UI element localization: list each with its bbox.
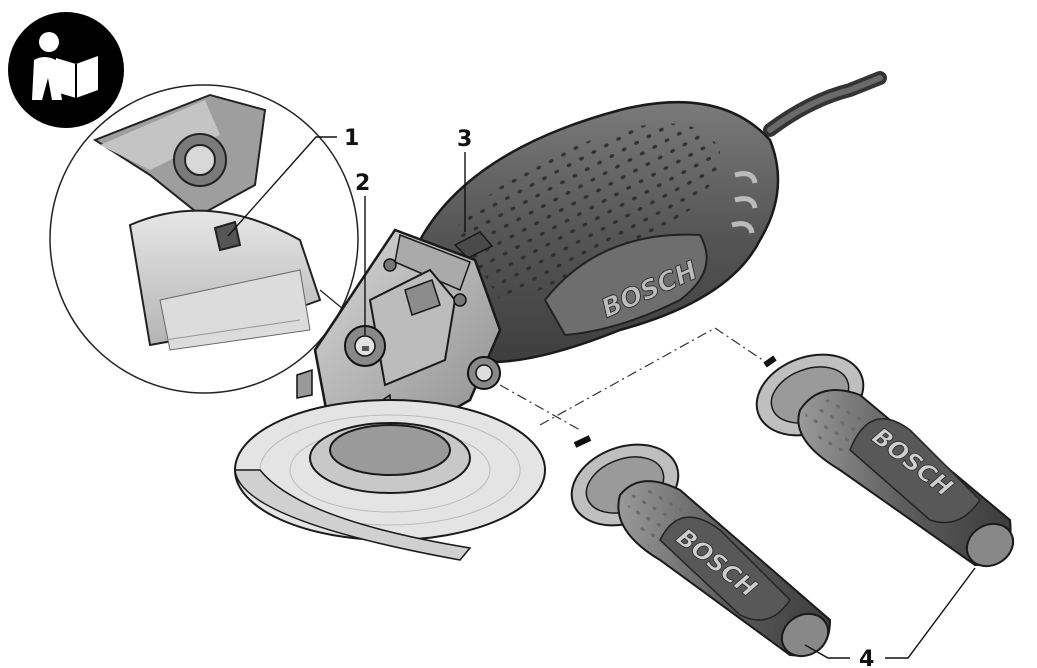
side-handle-thread-right bbox=[467, 356, 501, 390]
side-handle-rear: BOSCH bbox=[755, 353, 1015, 568]
motor-housing: BOSCH bbox=[418, 100, 780, 364]
detail-inset bbox=[49, 84, 359, 394]
callout-2: 2 bbox=[355, 171, 370, 196]
read-manual-icon bbox=[8, 12, 124, 128]
leader-lines bbox=[227, 136, 976, 659]
guard-lock-knob bbox=[344, 325, 386, 367]
spindle-lock-button bbox=[453, 231, 494, 259]
callout-1: 1 bbox=[344, 126, 359, 151]
disc-guard bbox=[234, 399, 546, 561]
callout-3: 3 bbox=[457, 127, 472, 152]
callout-4: 4 bbox=[859, 647, 874, 668]
side-handle-front: BOSCH bbox=[570, 435, 832, 658]
assembly-lines bbox=[499, 327, 771, 431]
